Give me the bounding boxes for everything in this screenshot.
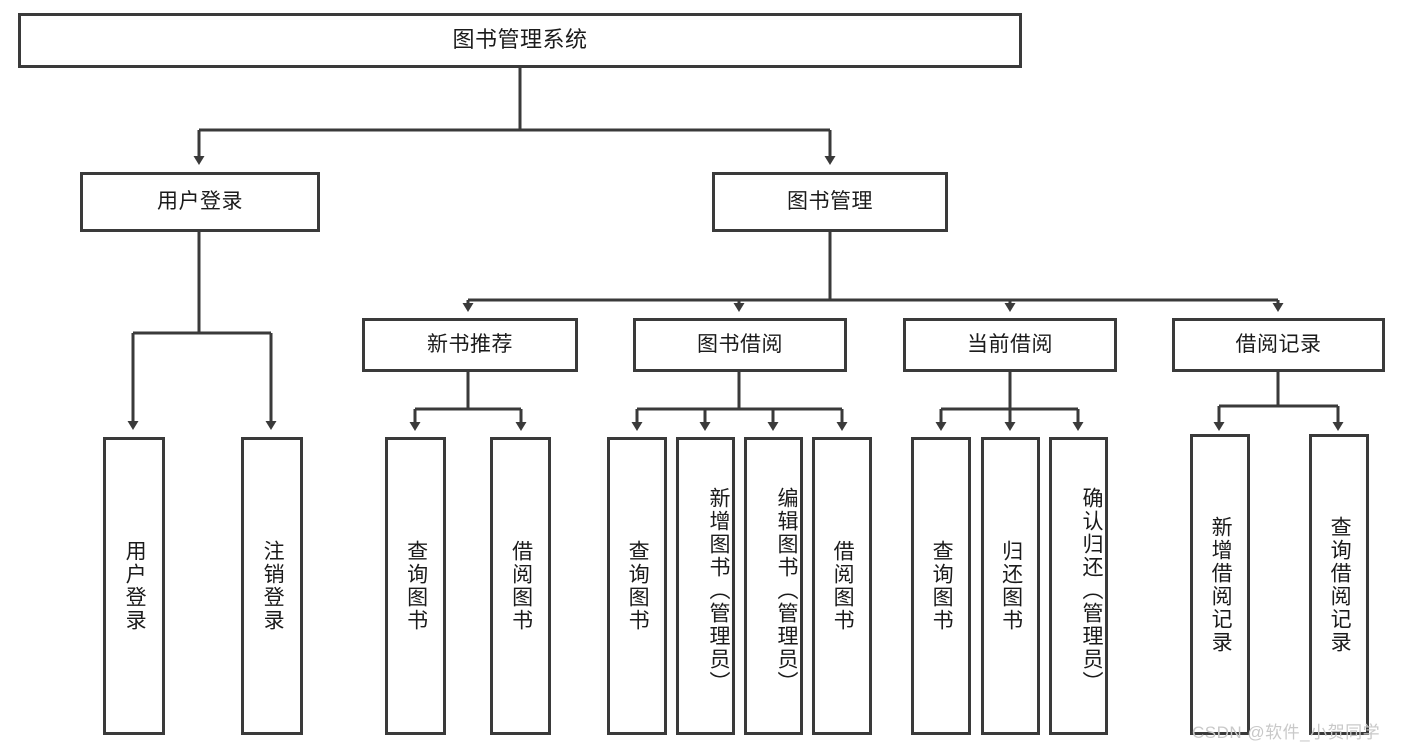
- leaf-user-login-1[interactable]: 用户登录: [103, 437, 165, 735]
- node-current-borrow-label: 当前借阅: [967, 333, 1053, 357]
- leaf-book-borrow-2-label: 新增图书（管理员）: [707, 486, 730, 694]
- node-book-manage-label: 图书管理: [787, 190, 873, 214]
- node-borrow-record[interactable]: 借阅记录: [1172, 318, 1385, 372]
- leaf-new-book-rec-1[interactable]: 查询图书: [385, 437, 446, 735]
- leaf-current-borrow-2-label: 归还图书: [999, 540, 1023, 632]
- leaf-current-borrow-3-label: 确认归还（管理员）: [1080, 486, 1103, 694]
- node-root-label: 图书管理系统: [452, 27, 588, 53]
- leaf-new-book-rec-1-label: 查询图书: [404, 540, 428, 632]
- leaf-book-borrow-4-label: 借阅图书: [831, 540, 855, 632]
- leaf-current-borrow-1-label: 查询图书: [930, 540, 954, 632]
- leaf-book-borrow-1-label: 查询图书: [626, 540, 650, 632]
- leaf-book-borrow-1[interactable]: 查询图书: [607, 437, 667, 735]
- leaf-book-borrow-3-label: 编辑图书（管理员）: [775, 486, 798, 694]
- leaf-borrow-record-2-label: 查询借阅记录: [1328, 515, 1352, 654]
- node-current-borrow[interactable]: 当前借阅: [903, 318, 1117, 372]
- leaf-book-borrow-3[interactable]: 编辑图书（管理员）: [744, 437, 803, 735]
- leaf-current-borrow-3[interactable]: 确认归还（管理员）: [1049, 437, 1108, 735]
- leaf-book-borrow-4[interactable]: 借阅图书: [812, 437, 872, 735]
- leaf-user-login-1-label: 用户登录: [123, 540, 147, 632]
- node-user-login-label: 用户登录: [157, 190, 243, 214]
- node-book-borrow-label: 图书借阅: [697, 333, 783, 357]
- leaf-current-borrow-2[interactable]: 归还图书: [981, 437, 1040, 735]
- watermark: CSDN @软件_小贺同学: [1192, 723, 1381, 742]
- leaf-user-login-2-label: 注销登录: [261, 540, 285, 632]
- leaf-borrow-record-2[interactable]: 查询借阅记录: [1309, 434, 1369, 735]
- leaf-borrow-record-1-label: 新增借阅记录: [1209, 515, 1233, 654]
- leaf-new-book-rec-2-label: 借阅图书: [509, 540, 533, 632]
- node-new-book-rec-label: 新书推荐: [427, 333, 513, 357]
- node-new-book-rec[interactable]: 新书推荐: [362, 318, 578, 372]
- leaf-borrow-record-1[interactable]: 新增借阅记录: [1190, 434, 1250, 735]
- node-root[interactable]: 图书管理系统: [18, 13, 1022, 68]
- leaf-new-book-rec-2[interactable]: 借阅图书: [490, 437, 551, 735]
- leaf-book-borrow-2[interactable]: 新增图书（管理员）: [676, 437, 735, 735]
- node-book-manage[interactable]: 图书管理: [712, 172, 948, 232]
- node-borrow-record-label: 借阅记录: [1235, 333, 1322, 357]
- leaf-current-borrow-1[interactable]: 查询图书: [911, 437, 971, 735]
- node-user-login[interactable]: 用户登录: [80, 172, 320, 232]
- node-book-borrow[interactable]: 图书借阅: [633, 318, 847, 372]
- leaf-user-login-2[interactable]: 注销登录: [241, 437, 303, 735]
